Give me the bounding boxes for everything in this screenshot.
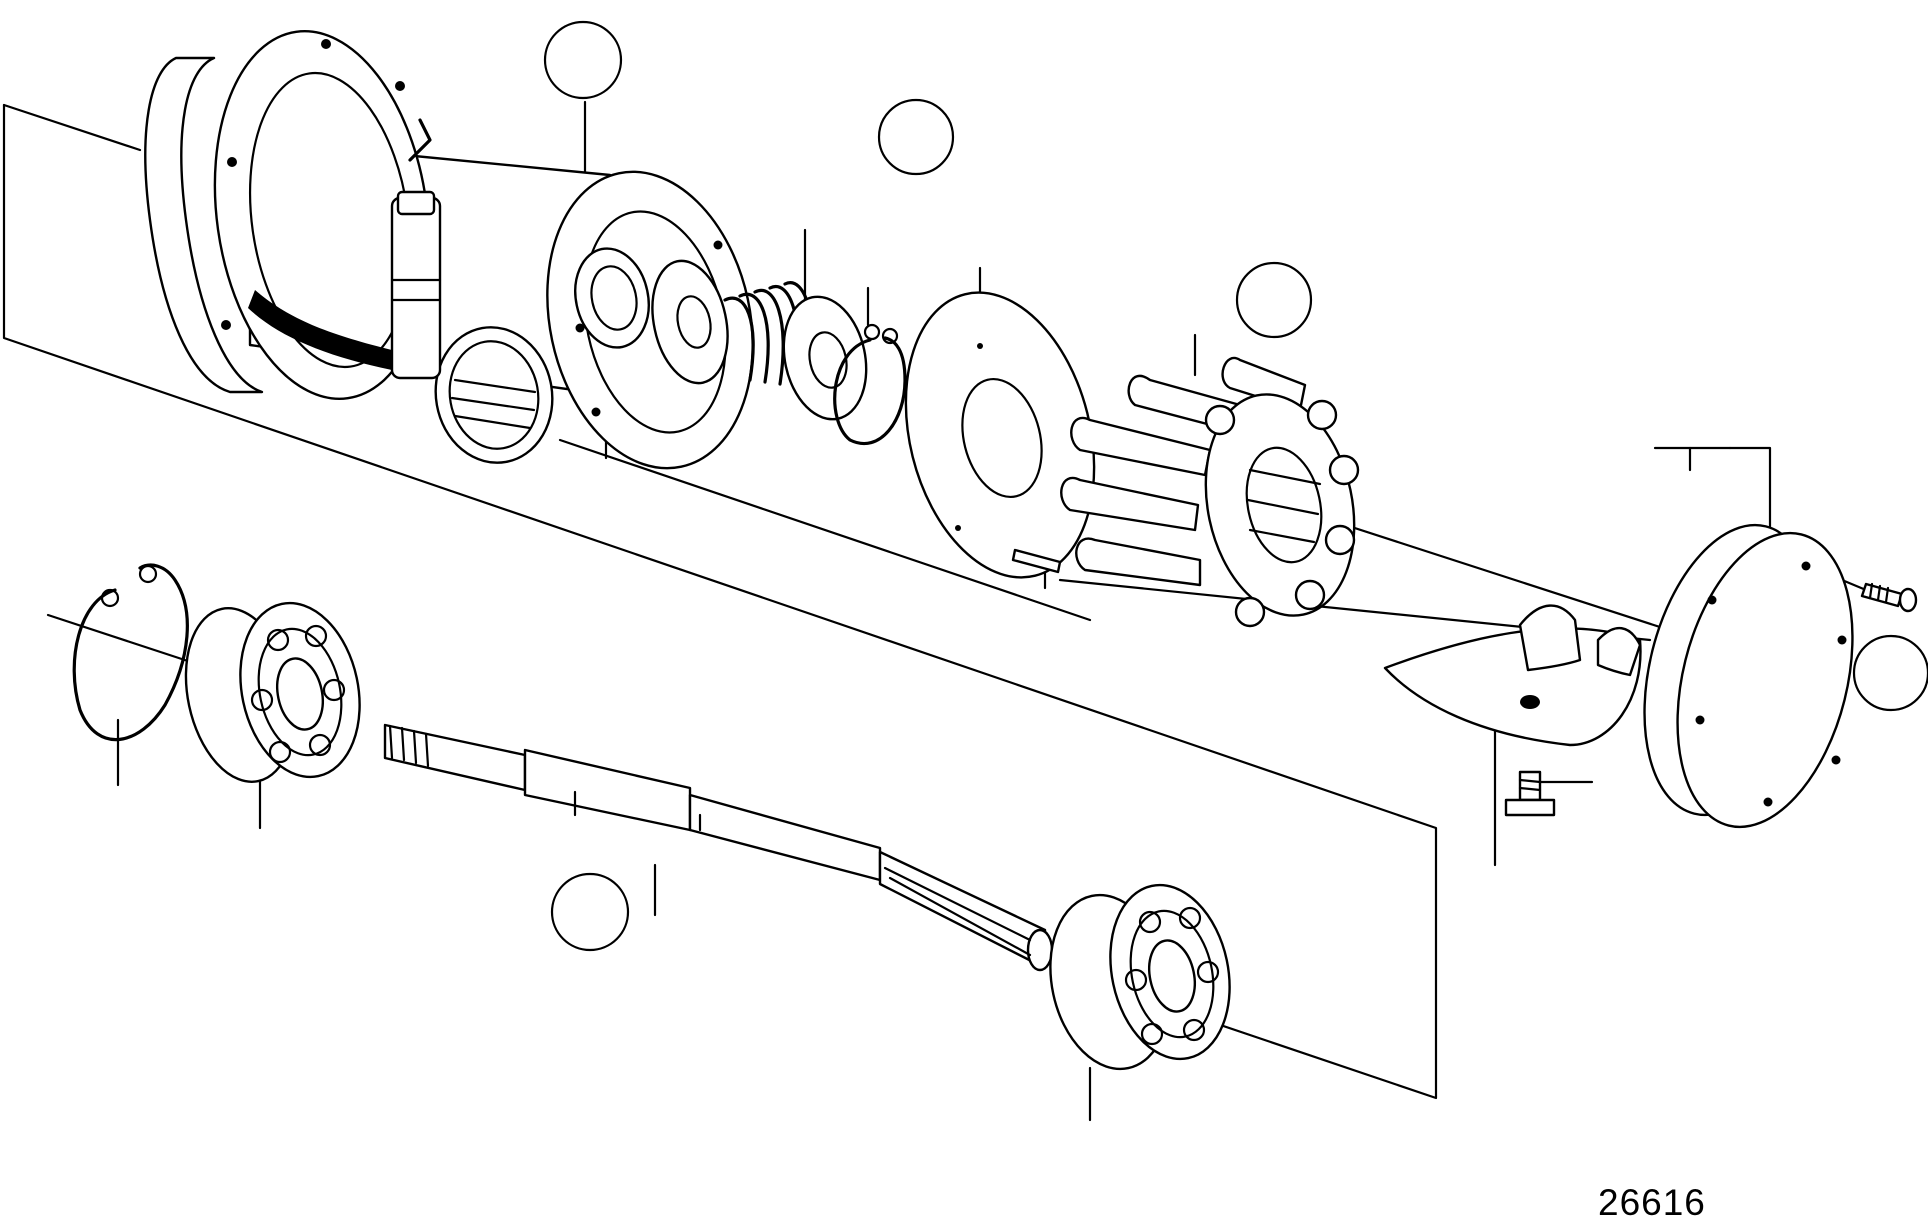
ball-bearing-icon bbox=[1049, 883, 1231, 1071]
callout-bubble bbox=[543, 20, 623, 100]
callout-bubble bbox=[877, 98, 955, 176]
callout-bubbles bbox=[543, 20, 1928, 952]
impeller-icon bbox=[1060, 356, 1360, 628]
drawing-reference-number: 26616 bbox=[1598, 1182, 1706, 1223]
screw-icon bbox=[1860, 582, 1918, 613]
wear-plate-icon bbox=[904, 291, 1096, 579]
callout-bubble bbox=[1235, 261, 1313, 339]
cover-plate-icon bbox=[1643, 523, 1854, 829]
shaft-seal-icon bbox=[574, 247, 650, 349]
callout-bubble bbox=[1852, 634, 1928, 712]
circlip-icon bbox=[833, 323, 907, 446]
callout-bubble bbox=[550, 872, 630, 952]
pin-icon bbox=[1011, 548, 1062, 574]
screw-icon bbox=[1504, 770, 1556, 817]
pump-shaft-icon bbox=[383, 723, 1054, 972]
ball-bearing-icon bbox=[184, 601, 361, 783]
retaining-ring-icon bbox=[72, 563, 189, 742]
cam-icon bbox=[1383, 604, 1642, 747]
pump-housing-icon bbox=[144, 30, 754, 470]
mechanical-seal-icon bbox=[651, 259, 868, 421]
